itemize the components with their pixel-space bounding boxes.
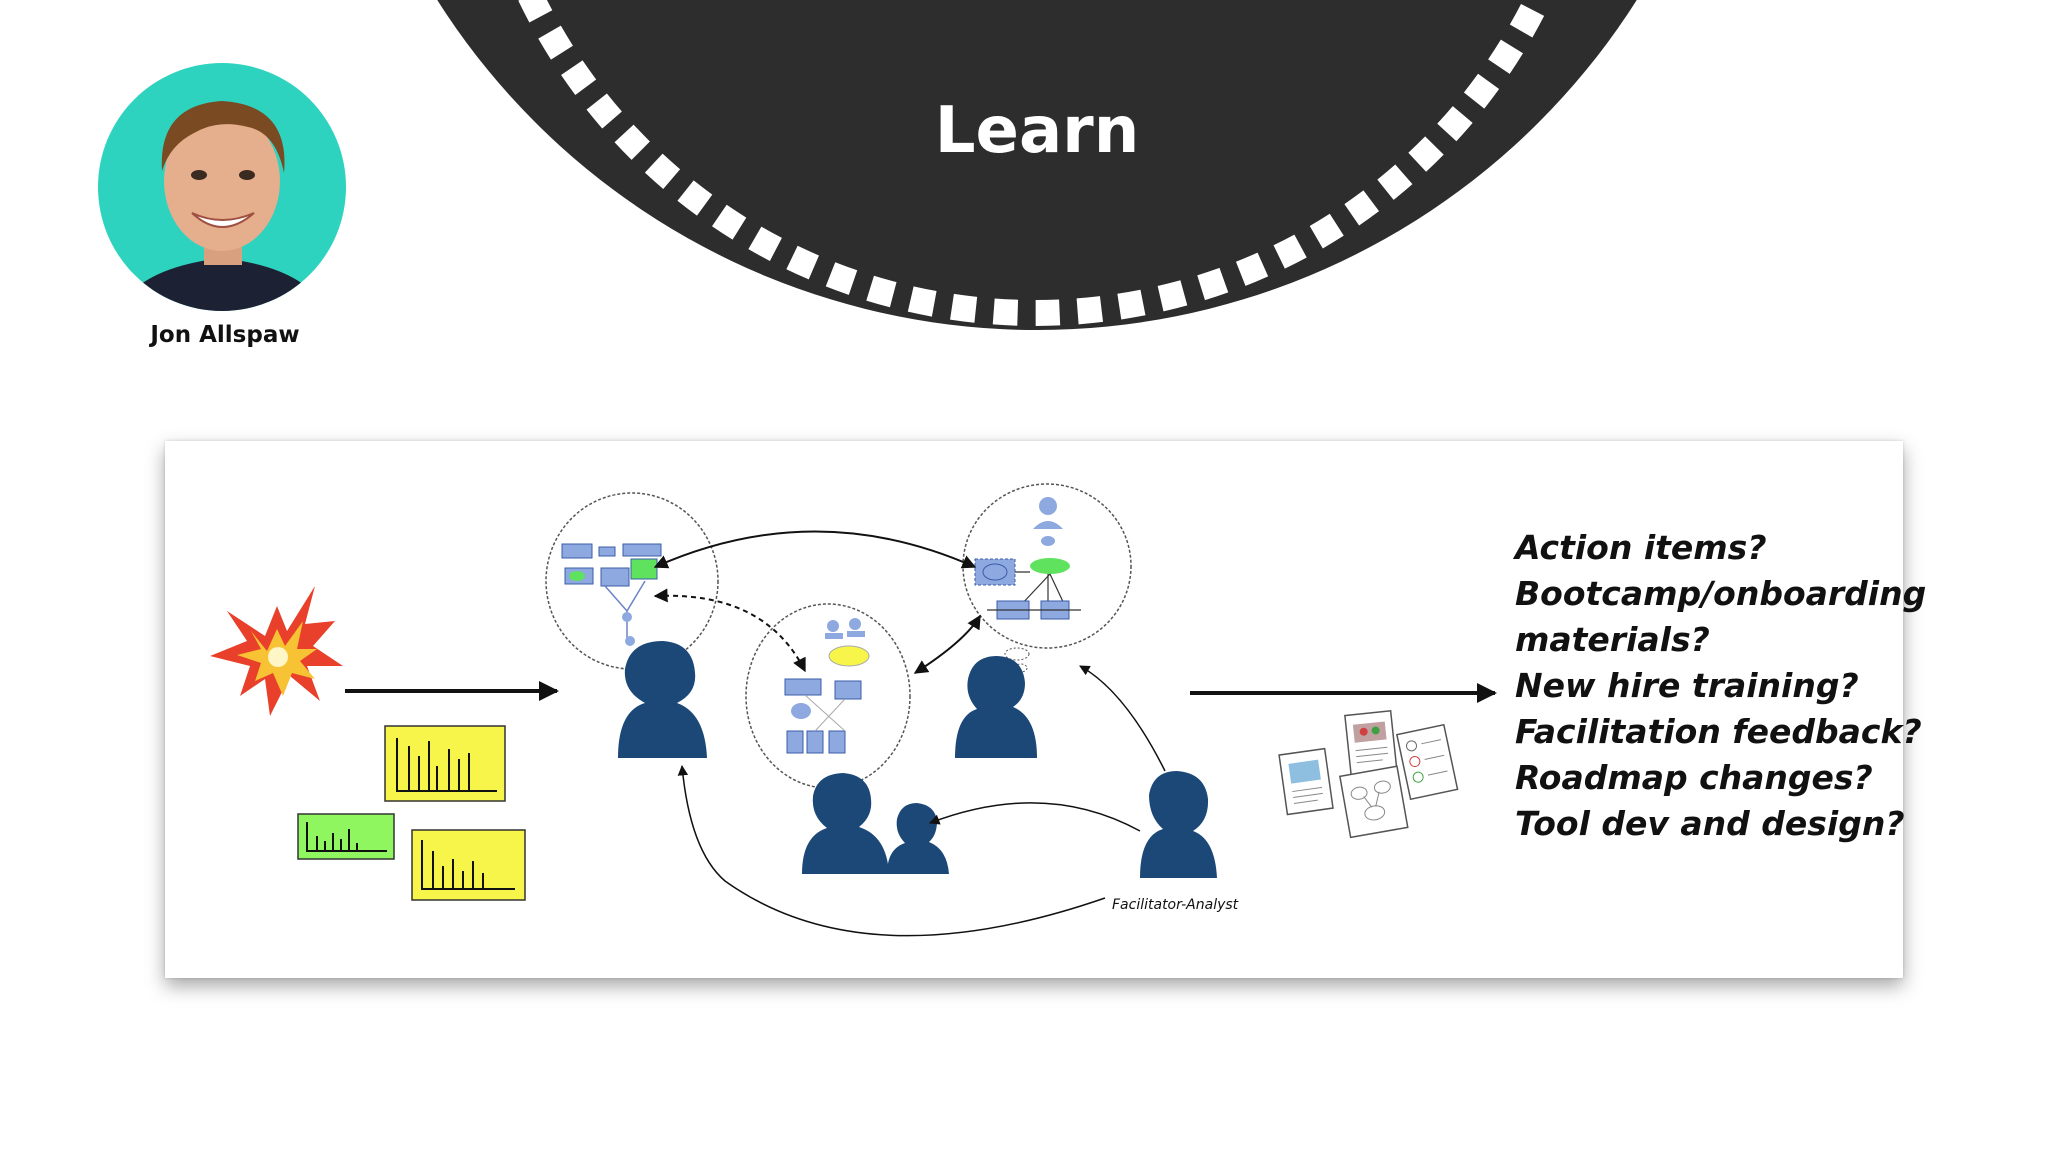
questions-list: Action items? Bootcamp/onboarding materi… bbox=[1515, 525, 1926, 847]
cloud-link-top bbox=[653, 530, 977, 569]
hair-shape bbox=[161, 101, 285, 173]
incident-analysis-diagram: Facilitator-Analyst bbox=[210, 483, 1497, 937]
question-materials: materials? bbox=[1515, 620, 1710, 659]
facilitator-silhouette bbox=[1140, 771, 1217, 878]
banner-title: Learn bbox=[935, 94, 1140, 168]
slide-panel: Facilitator-Analyst bbox=[165, 441, 1926, 978]
thought-cloud-right bbox=[962, 483, 1132, 649]
question-new-hire: New hire training? bbox=[1515, 666, 1859, 705]
thought-cloud-left bbox=[545, 492, 719, 670]
banner-disc bbox=[437, 0, 1637, 330]
graph-card-large bbox=[384, 725, 506, 802]
documents-icon bbox=[1278, 709, 1459, 839]
person-silhouette-left bbox=[618, 641, 707, 758]
graph-card-green bbox=[297, 813, 395, 860]
graph-card-small bbox=[411, 829, 526, 901]
question-roadmap: Roadmap changes? bbox=[1515, 758, 1873, 797]
question-action-items: Action items? bbox=[1515, 528, 1767, 567]
thought-cloud-middle bbox=[745, 603, 911, 789]
shirt-shape bbox=[118, 258, 326, 311]
speaker-name: Jon Allspaw bbox=[150, 322, 300, 348]
person-pair-silhouette bbox=[802, 773, 949, 874]
facilitator-label: Facilitator-Analyst bbox=[1112, 897, 1239, 913]
person-silhouette-right bbox=[955, 656, 1037, 758]
cloud-link-dashed bbox=[653, 588, 806, 673]
facilitator-to-left-arrow bbox=[677, 764, 1106, 937]
explosion-icon bbox=[210, 586, 343, 716]
speaker-avatar bbox=[98, 63, 346, 311]
question-tool-dev: Tool dev and design? bbox=[1515, 804, 1905, 843]
question-facilitation: Facilitation feedback? bbox=[1515, 712, 1922, 751]
banner-dashed-ring bbox=[518, 0, 1552, 326]
facilitator-to-right-arrow bbox=[1079, 665, 1166, 772]
banner-arc: Learn bbox=[437, 0, 1637, 330]
question-bootcamp: Bootcamp/onboarding bbox=[1515, 574, 1927, 613]
facilitator-to-pair-arrow bbox=[929, 802, 1141, 832]
cloud-link-right bbox=[913, 614, 981, 674]
